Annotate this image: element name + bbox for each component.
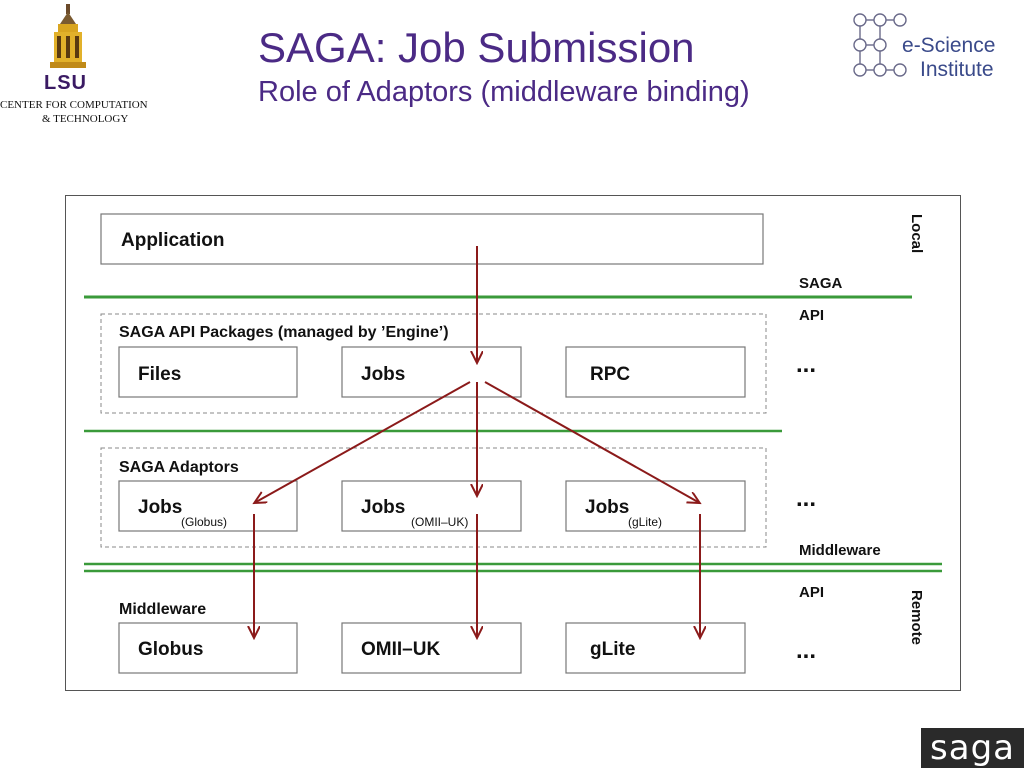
- adaptor-glite-sub: (gLite): [628, 515, 662, 529]
- adaptor-diagram: Application Local SAGA API SAGA API Pack…: [84, 213, 942, 674]
- package-jobs-box: [341, 346, 522, 398]
- arrow-jobs-to-glite-adaptor: [484, 381, 698, 502]
- escience-logo: e-Science Institute: [850, 10, 1020, 81]
- remote-label: Remote: [908, 590, 925, 645]
- escience-e: e: [902, 34, 914, 57]
- escience-science: -Science: [913, 34, 996, 57]
- adaptor-omii-box: [341, 480, 522, 532]
- adaptors-title: SAGA Adaptors: [119, 459, 239, 476]
- middleware-omii-label: OMII–UK: [361, 639, 440, 660]
- arrow-jobs-to-globus-adaptor: [256, 381, 471, 502]
- escience-name-line1: e-Science: [902, 34, 995, 58]
- middleware-title: Middleware: [119, 601, 206, 618]
- packages-title: SAGA API Packages (managed by ’Engine’): [119, 324, 449, 341]
- middleware-omii-box: [341, 622, 522, 674]
- middleware-glite-box: [565, 622, 746, 674]
- package-rpc-label: RPC: [590, 364, 630, 385]
- node-grid-icon: [853, 13, 907, 77]
- page-title: SAGA: Job Submission: [258, 24, 695, 71]
- diagram-frame: Application Local SAGA API SAGA API Pack…: [65, 195, 961, 691]
- escience-name-line2: Institute: [920, 58, 994, 81]
- middleware-globus-label: Globus: [138, 639, 203, 660]
- cct-name-line1: CENTER FOR COMPUTATION: [0, 99, 148, 111]
- adaptor-glite-label: Jobs: [585, 497, 629, 518]
- saga-label: SAGA: [799, 275, 843, 292]
- local-label: Local: [908, 214, 925, 253]
- adaptor-globus-sub: (Globus): [181, 515, 227, 529]
- api-bottom-label: API: [799, 584, 824, 601]
- api-top-label: API: [799, 307, 824, 324]
- page-subtitle: Role of Adaptors (middleware binding): [258, 76, 750, 108]
- adaptor-omii-sub: (OMII–UK): [411, 515, 468, 529]
- adaptor-globus-label: Jobs: [138, 497, 182, 518]
- package-jobs-label: Jobs: [361, 364, 405, 385]
- package-files-label: Files: [138, 364, 181, 385]
- package-rpc-box: [565, 346, 746, 398]
- saga-logo-badge: saga: [921, 728, 1024, 768]
- package-files-box: [118, 346, 298, 398]
- application-label: Application: [121, 230, 224, 251]
- adaptors-group: [100, 447, 767, 548]
- application-box: [100, 213, 764, 265]
- adaptors-ellipsis: ...: [796, 485, 816, 512]
- middleware-glite-label: gLite: [590, 639, 635, 660]
- lsu-logo: LSU CENTER FOR COMPUTATION & TECHNOLOGY: [0, 0, 150, 130]
- lsu-wordmark: LSU: [44, 72, 87, 94]
- adaptor-glite-box: [565, 480, 746, 532]
- adaptor-globus-box: [118, 480, 298, 532]
- middleware-ellipsis: ...: [796, 637, 816, 664]
- middleware-globus-box: [118, 622, 298, 674]
- capitol-building-icon: [50, 4, 86, 68]
- packages-ellipsis: ...: [796, 351, 816, 378]
- cct-name-line2: & TECHNOLOGY: [42, 113, 129, 125]
- packages-group: [100, 313, 767, 414]
- adaptor-omii-label: Jobs: [361, 497, 405, 518]
- middleware-right-label: Middleware: [799, 542, 881, 559]
